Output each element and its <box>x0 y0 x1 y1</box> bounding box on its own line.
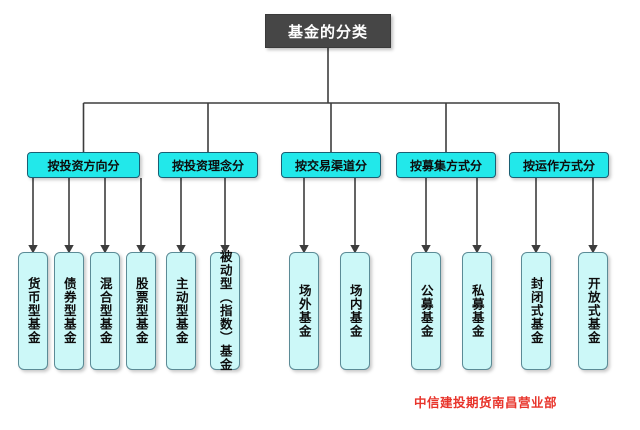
leaf-box-closed-end-fund[interactable]: 封闭式基金 <box>521 252 551 370</box>
leaf-box-passive-index-fund[interactable]: 被动型（指数）基金 <box>210 250 240 372</box>
category-box-by-trading-channel-label: 按交易渠道分 <box>294 158 367 173</box>
leaf-box-private-fund[interactable]: 私募基金 <box>462 252 492 370</box>
leaf-box-otc-fund[interactable]: 场外基金 <box>289 252 319 370</box>
leaf-box-hybrid-fund[interactable]: 混合型基金 <box>90 252 120 370</box>
root-title-box: 基金的分类 <box>265 14 391 48</box>
category-box-by-raising-method-label: 按募集方式分 <box>409 158 482 173</box>
category-box-by-raising-method[interactable]: 按募集方式分 <box>396 152 496 178</box>
leaf-box-public-fund-label: 公募基金 <box>418 284 434 338</box>
category-box-by-investment-direction[interactable]: 按投资方向分 <box>27 152 140 178</box>
category-box-by-operation-mode[interactable]: 按运作方式分 <box>509 152 609 178</box>
leaf-box-exchange-fund-label: 场内基金 <box>347 284 363 338</box>
category-box-by-investment-philosophy-label: 按投资理念分 <box>171 158 244 173</box>
leaf-box-bond-fund-label: 债券型基金 <box>61 277 77 345</box>
category-box-by-trading-channel[interactable]: 按交易渠道分 <box>281 152 381 178</box>
leaf-box-exchange-fund[interactable]: 场内基金 <box>340 252 370 370</box>
leaf-box-money-market-fund-label: 货币型基金 <box>25 277 41 345</box>
leaf-box-equity-fund[interactable]: 股票型基金 <box>126 252 156 370</box>
footer-signature: 中信建投期货南昌营业部 <box>414 395 558 410</box>
leaf-box-open-end-fund-label: 开放式基金 <box>585 277 601 345</box>
leaf-box-money-market-fund[interactable]: 货币型基金 <box>18 252 48 370</box>
leaf-box-otc-fund-label: 场外基金 <box>296 284 312 338</box>
root-title-label: 基金的分类 <box>287 22 368 41</box>
leaf-box-closed-end-fund-label: 封闭式基金 <box>528 277 544 345</box>
leaf-box-active-fund[interactable]: 主动型基金 <box>166 252 196 370</box>
leaf-box-hybrid-fund-label: 混合型基金 <box>97 277 113 345</box>
category-box-by-operation-mode-label: 按运作方式分 <box>522 158 595 173</box>
leaf-box-open-end-fund[interactable]: 开放式基金 <box>578 252 608 370</box>
leaf-box-passive-index-fund-label: 被动型（指数）基金 <box>217 250 233 372</box>
leaf-box-bond-fund[interactable]: 债券型基金 <box>54 252 84 370</box>
leaf-box-public-fund[interactable]: 公募基金 <box>411 252 441 370</box>
leaf-box-private-fund-label: 私募基金 <box>469 284 485 338</box>
leaf-box-equity-fund-label: 股票型基金 <box>133 277 149 345</box>
category-box-by-investment-direction-label: 按投资方向分 <box>47 158 120 173</box>
category-box-by-investment-philosophy[interactable]: 按投资理念分 <box>158 152 258 178</box>
leaf-box-active-fund-label: 主动型基金 <box>173 277 189 345</box>
